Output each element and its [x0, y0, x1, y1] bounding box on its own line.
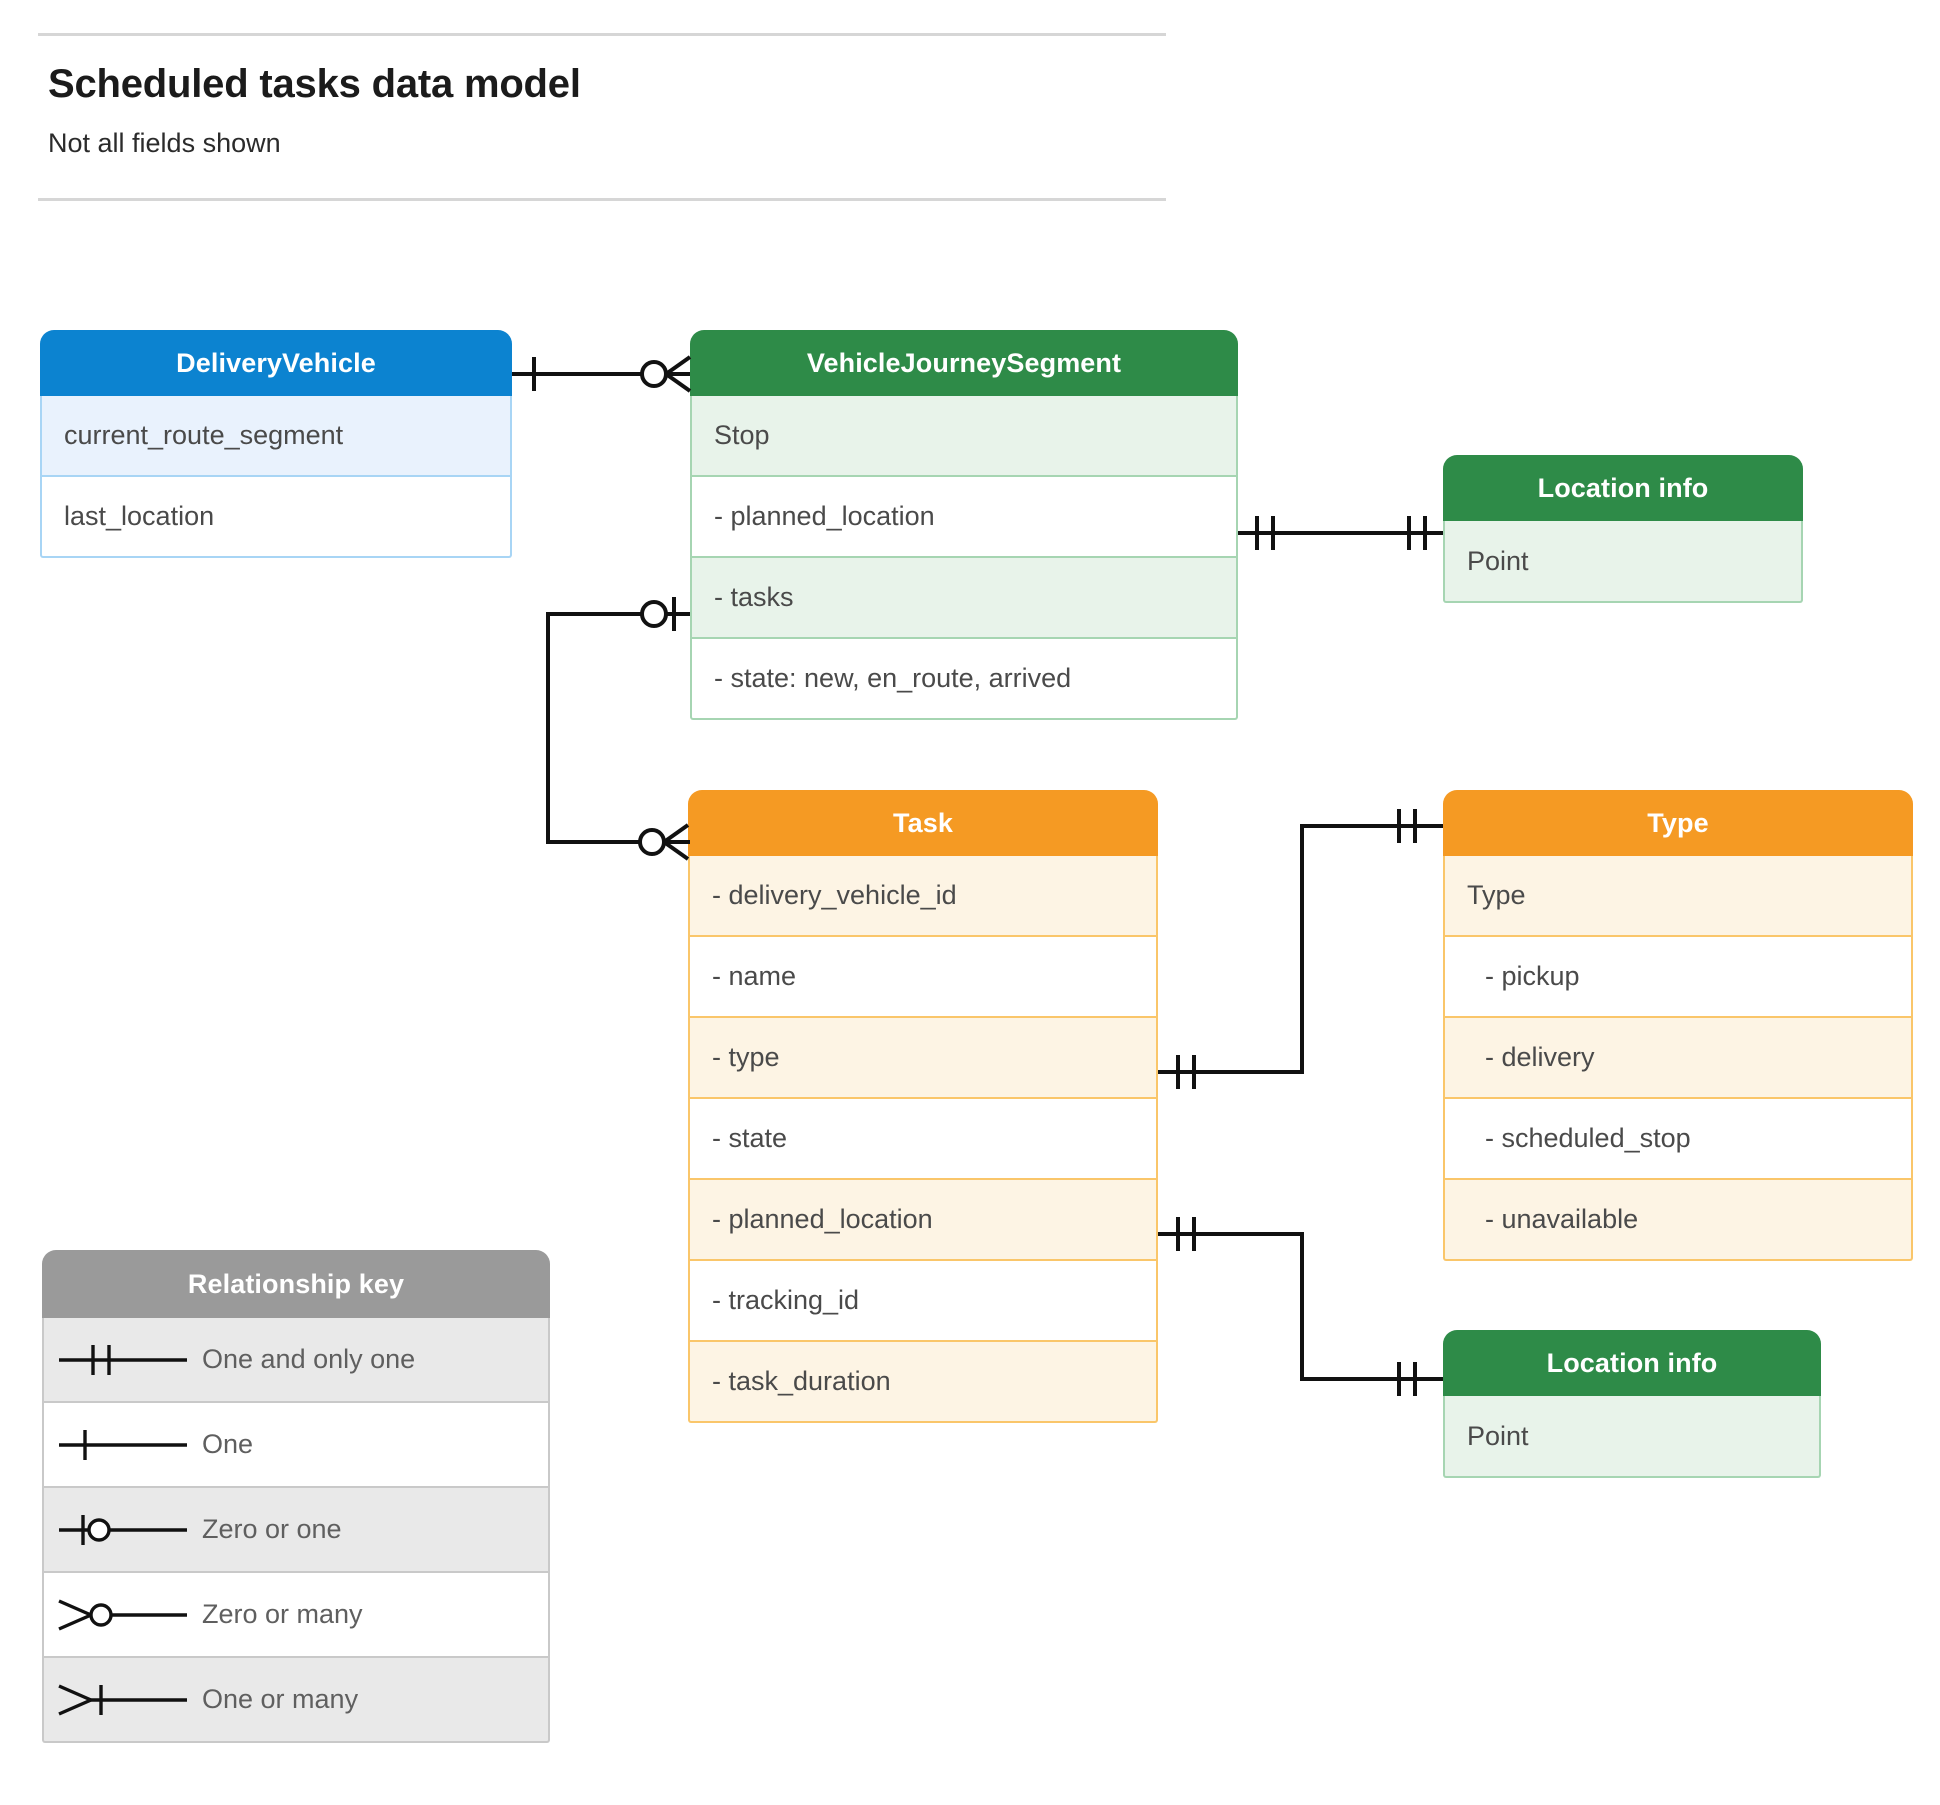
field-stop: Stop [690, 396, 1238, 477]
field-task-state: - state [688, 1099, 1158, 1180]
field-type-scheduled-stop: - scheduled_stop [1443, 1099, 1913, 1180]
field-vjs-state: - state: new, en_route, arrived [690, 639, 1238, 720]
legend-label: One or many [202, 1684, 359, 1714]
entity-title-location-info-top: Location info [1443, 455, 1803, 521]
field-location-info-top-point: Point [1443, 521, 1803, 603]
header-divider-bottom [38, 198, 1166, 201]
legend-label: Zero or one [202, 1514, 342, 1544]
field-task-task-duration: - task_duration [688, 1342, 1158, 1423]
zero-or-one-icon [44, 1509, 202, 1551]
entity-type[interactable]: Type Type - pickup - delivery - schedule… [1443, 790, 1913, 1261]
field-type-pickup: - pickup [1443, 937, 1913, 1018]
connector-task-planned-location-to-location-info [1158, 1217, 1443, 1396]
field-type-delivery: - delivery [1443, 1018, 1913, 1099]
legend-label: Zero or many [202, 1599, 363, 1629]
field-vjs-tasks: - tasks [690, 558, 1238, 639]
header-divider-top [38, 33, 1166, 36]
zero-or-many-icon [44, 1594, 202, 1636]
field-location-info-bottom-point: Point [1443, 1396, 1821, 1478]
field-type-type: Type [1443, 856, 1913, 937]
legend-title: Relationship key [42, 1250, 550, 1318]
field-vjs-planned-location: - planned_location [690, 477, 1238, 558]
legend-item-zero-or-one: Zero or one [42, 1488, 550, 1573]
one-icon [44, 1424, 202, 1466]
field-task-name: - name [688, 937, 1158, 1018]
field-task-tracking-id: - tracking_id [688, 1261, 1158, 1342]
connector-vjs-tasks-to-task [546, 597, 690, 861]
legend-item-zero-or-many: Zero or many [42, 1573, 550, 1658]
page-title: Scheduled tasks data model [48, 62, 581, 106]
legend-relationship-key[interactable]: Relationship key One and only one One [42, 1250, 550, 1743]
one-or-many-icon [44, 1679, 202, 1721]
field-type-unavailable: - unavailable [1443, 1180, 1913, 1261]
entity-title-vehicle-journey-segment: VehicleJourneySegment [690, 330, 1238, 396]
page-subtitle: Not all fields shown [48, 128, 281, 158]
entity-task[interactable]: Task - delivery_vehicle_id - name - type… [688, 790, 1158, 1423]
legend-item-one-or-many: One or many [42, 1658, 550, 1743]
field-task-delivery-vehicle-id: - delivery_vehicle_id [688, 856, 1158, 937]
legend-label: One [202, 1429, 254, 1459]
connector-vjs-planned-location-to-location-info [1238, 516, 1443, 550]
entity-vehicle-journey-segment[interactable]: VehicleJourneySegment Stop - planned_loc… [690, 330, 1238, 720]
field-last-location: last_location [40, 477, 512, 558]
field-task-type: - type [688, 1018, 1158, 1099]
connector-deliveryvehicle-to-vjs [512, 355, 692, 393]
entity-title-delivery-vehicle: DeliveryVehicle [40, 330, 512, 396]
entity-title-type: Type [1443, 790, 1913, 856]
entity-delivery-vehicle[interactable]: DeliveryVehicle current_route_segment la… [40, 330, 512, 558]
connector-task-type-to-type [1158, 809, 1443, 1089]
legend-item-one-and-only-one: One and only one [42, 1318, 550, 1403]
one-and-only-one-icon [44, 1339, 202, 1381]
entity-title-task: Task [688, 790, 1158, 856]
legend-label: One and only one [202, 1344, 416, 1374]
field-task-planned-location: - planned_location [688, 1180, 1158, 1261]
entity-location-info-bottom[interactable]: Location info Point [1443, 1330, 1821, 1478]
entity-location-info-top[interactable]: Location info Point [1443, 455, 1803, 603]
entity-title-location-info-bottom: Location info [1443, 1330, 1821, 1396]
field-current-route-segment: current_route_segment [40, 396, 512, 477]
legend-item-one: One [42, 1403, 550, 1488]
